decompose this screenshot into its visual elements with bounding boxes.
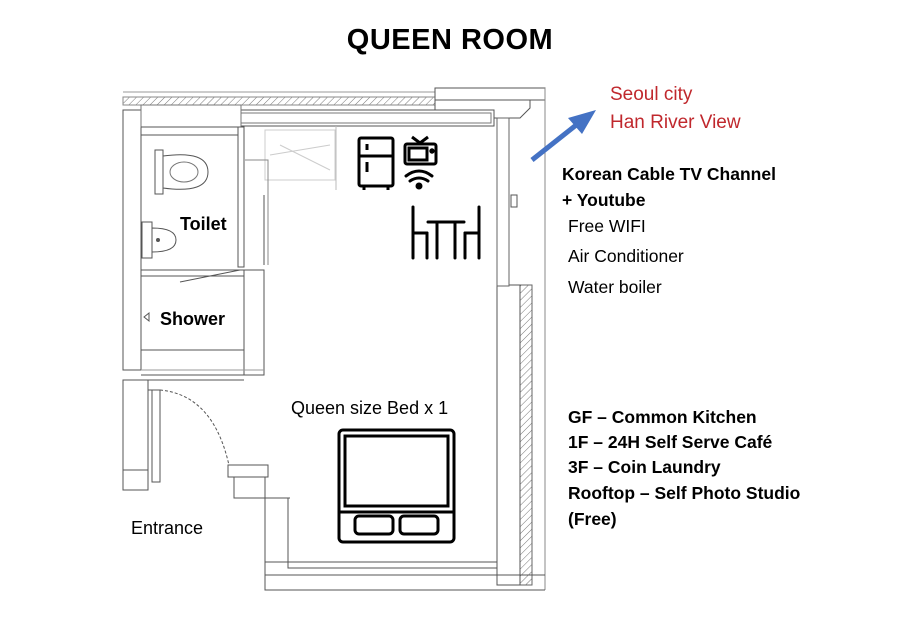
bed-label: Queen size Bed x 1 <box>291 398 449 418</box>
exterior-wall-top <box>122 87 546 106</box>
toilet-fixture-icon <box>154 149 209 195</box>
refrigerator-icon <box>357 136 395 190</box>
amenity-item: Air Conditioner <box>568 246 684 266</box>
view-arrow-icon <box>530 110 596 162</box>
dining-table-icon <box>411 205 481 260</box>
room-walls-lower <box>141 379 545 591</box>
facility-item: 3F – Coin Laundry <box>568 457 721 477</box>
tv-channel-text: Korean Cable TV Channel <box>562 164 776 184</box>
entrance-label: Entrance <box>131 518 204 538</box>
kitchen-counter <box>237 109 495 190</box>
exterior-wall-left <box>122 109 161 491</box>
view-line-2: Han River View <box>610 112 741 133</box>
youtube-text: + Youtube <box>562 190 646 210</box>
sink-icon <box>141 221 177 259</box>
exterior-wall-right <box>434 88 546 590</box>
tv-icon <box>403 135 438 166</box>
shower-label: Shower <box>160 309 226 329</box>
toilet-label: Toilet <box>180 214 227 234</box>
facility-item: 1F – 24H Self Serve Café <box>568 432 773 452</box>
bed-icon <box>337 428 456 544</box>
facility-item: GF – Common Kitchen <box>568 407 757 427</box>
entrance-door <box>159 389 232 471</box>
facility-item: (Free) <box>568 509 617 529</box>
facility-item: Rooftop – Self Photo Studio <box>568 483 801 503</box>
wifi-icon <box>404 169 434 190</box>
view-line-1: Seoul city <box>610 84 693 105</box>
amenity-item: Water boiler <box>568 277 662 297</box>
amenity-item: Free WIFI <box>568 216 646 236</box>
bathroom <box>140 104 269 376</box>
page-title: QUEEN ROOM <box>346 24 554 56</box>
